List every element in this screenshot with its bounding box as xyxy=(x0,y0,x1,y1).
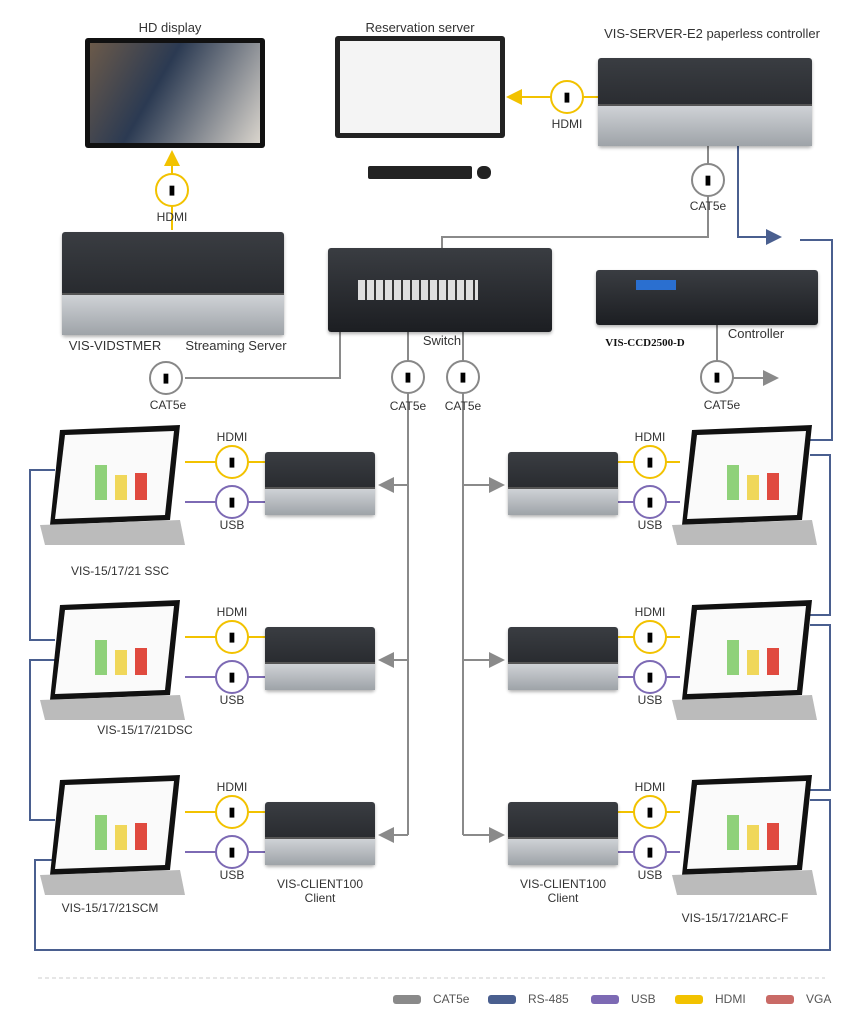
hdmi-icon: ▮ xyxy=(215,445,249,479)
hdmi-label: HDMI xyxy=(634,430,666,444)
cat5e-icon: ▮ xyxy=(700,360,734,394)
usb-icon: ▮ xyxy=(633,485,667,519)
cat5e-icon: ▮ xyxy=(149,361,183,395)
cat5e-switch-server xyxy=(441,145,709,248)
hdmi-label: HDMI xyxy=(216,605,248,619)
hdmi-icon: ▮ xyxy=(633,795,667,829)
usb-label: USB xyxy=(637,868,663,882)
usb-label: USB xyxy=(219,693,245,707)
terminal-left-1 xyxy=(40,425,185,545)
usb-icon: ▮ xyxy=(215,835,249,869)
cat5e-icon: ▮ xyxy=(446,360,480,394)
legend-usb: USB xyxy=(591,992,656,1006)
hdmi-icon: ▮ xyxy=(215,795,249,829)
streaming-server xyxy=(62,232,284,335)
server-title: VIS-SERVER-E2 paperless controller xyxy=(604,26,820,41)
keyboard xyxy=(368,166,472,179)
usb-icon: ▮ xyxy=(633,835,667,869)
streaming-model: VIS-VIDSTMER xyxy=(68,338,162,353)
hdmi-icon: ▮ xyxy=(215,620,249,654)
hdmi-icon: ▮ xyxy=(633,445,667,479)
mouse xyxy=(477,166,491,179)
hdmi-label: HDMI xyxy=(634,780,666,794)
terminal-right-2 xyxy=(672,600,817,720)
reservation-monitor xyxy=(335,36,505,138)
client-box-right-2 xyxy=(508,627,618,690)
terminal-ssc-label: VIS-15/17/21 SSC xyxy=(70,564,170,578)
cat5e-icon: ▮ xyxy=(391,360,425,394)
usb-icon: ▮ xyxy=(633,660,667,694)
controller-model: VIS-CCD2500-D xyxy=(605,337,685,349)
reservation-title: Reservation server xyxy=(365,20,475,35)
hdmi-label: HDMI xyxy=(634,605,666,619)
client-box-left-1 xyxy=(265,452,375,515)
hd-display-title: HD display xyxy=(138,20,202,35)
hdmi-label: HDMI xyxy=(216,430,248,444)
controller-device xyxy=(596,270,818,325)
hdmi-icon: ▮ xyxy=(155,173,189,207)
terminal-dsc-label: VIS-15/17/21DSC xyxy=(97,723,193,737)
paperless-server xyxy=(598,58,812,146)
terminal-right-3 xyxy=(672,775,817,895)
cat5e-icon: ▮ xyxy=(691,163,725,197)
client-box-right-1 xyxy=(508,452,618,515)
usb-label: USB xyxy=(637,518,663,532)
legend-hdmi: HDMI xyxy=(675,992,746,1006)
client-box-left-3 xyxy=(265,802,375,865)
hd-display xyxy=(85,38,265,148)
terminal-scm-label: VIS-15/17/21SCM xyxy=(61,901,159,915)
client-box-left-2 xyxy=(265,627,375,690)
usb-label: USB xyxy=(219,518,245,532)
terminal-left-2 xyxy=(40,600,185,720)
hdmi-icon: ▮ xyxy=(550,80,584,114)
terminal-left-3 xyxy=(40,775,185,895)
terminal-right-1 xyxy=(672,425,817,545)
legend-rs485: RS-485 xyxy=(488,992,569,1006)
terminal-arcf-label: VIS-15/17/21ARC-F xyxy=(681,911,789,925)
usb-icon: ▮ xyxy=(215,485,249,519)
client-box-right-3 xyxy=(508,802,618,865)
network-switch xyxy=(328,248,552,332)
cat5e-streaming xyxy=(185,332,341,379)
hdmi-icon: ▮ xyxy=(633,620,667,654)
rs485-server xyxy=(737,145,782,245)
legend-vga: VGA xyxy=(766,992,831,1006)
usb-label: USB xyxy=(637,693,663,707)
usb-icon: ▮ xyxy=(215,660,249,694)
legend-cat5e: CAT5e xyxy=(393,992,469,1006)
usb-label: USB xyxy=(219,868,245,882)
streaming-label: Streaming Server xyxy=(185,338,287,353)
hdmi-label: HDMI xyxy=(216,780,248,794)
